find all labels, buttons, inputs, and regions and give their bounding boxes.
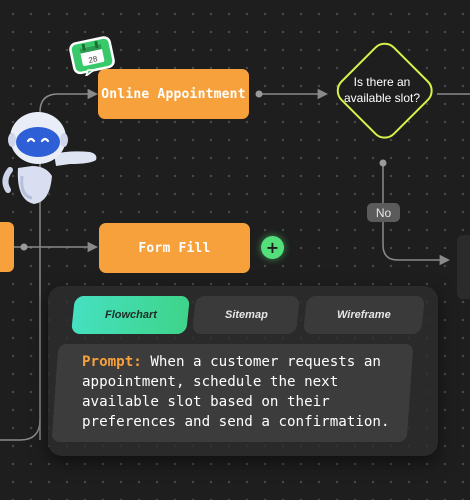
robot-mascot-icon: [2, 112, 97, 204]
tab-flowchart-label: Flowchart: [104, 309, 157, 321]
tab-wireframe-label: Wireframe: [337, 309, 391, 321]
offscreen-card-right: [457, 235, 470, 299]
connector-bottom: [0, 419, 41, 441]
connector-trunk: [39, 88, 99, 440]
prompt-text: Prompt: When a customer requests an appo…: [82, 352, 402, 432]
tab-sitemap-label: Sitemap: [224, 309, 268, 321]
calendar-day: 28: [88, 54, 99, 65]
prompt-label: Prompt:: [82, 354, 142, 370]
tab-wireframe[interactable]: Wireframe: [303, 296, 425, 334]
connector-dot-decision: [379, 159, 387, 167]
decision-diamond[interactable]: [332, 38, 437, 143]
decision-label: Is there an available slot?: [343, 75, 421, 105]
node-form-fill[interactable]: Form Fill: [99, 223, 250, 273]
offscreen-node-left[interactable]: [0, 222, 14, 272]
node-online-appointment[interactable]: Online Appointment: [98, 69, 249, 119]
node-form-fill-label: Form Fill: [138, 240, 211, 256]
tab-sitemap[interactable]: Sitemap: [192, 296, 300, 334]
connector-dot-online: [255, 90, 263, 98]
connector-dot-left: [20, 243, 28, 251]
connector-no-branch: [382, 163, 451, 266]
prompt-body: When a customer requests an appointment,…: [82, 354, 390, 430]
add-node-button[interactable]: +: [261, 236, 284, 259]
tab-flowchart[interactable]: Flowchart: [71, 296, 190, 334]
calendar-icon: 28: [69, 36, 115, 76]
plus-icon: +: [265, 238, 280, 257]
node-online-appointment-label: Online Appointment: [101, 86, 246, 102]
edge-label-no: No: [367, 203, 400, 222]
